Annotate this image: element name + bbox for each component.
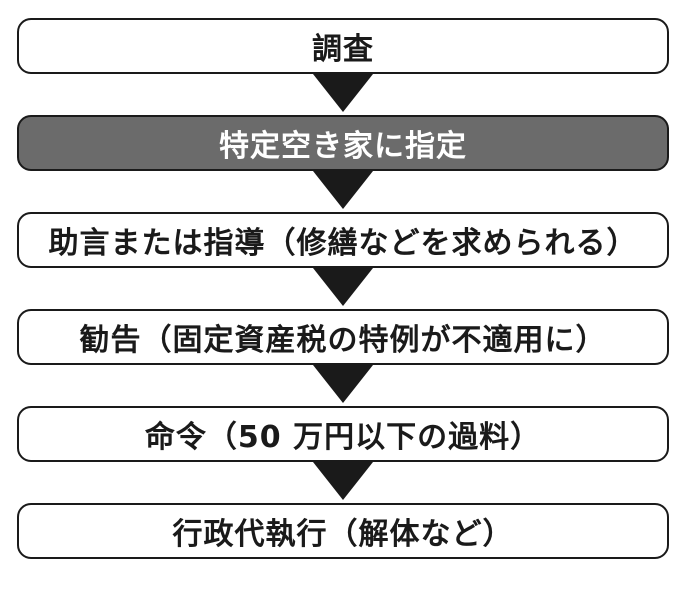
step-label: 命令（50 万円以下の過料） xyxy=(144,420,542,455)
step-recommendation: 勧告（固定資産税の特例が不適用に） xyxy=(17,309,669,365)
down-arrow-icon xyxy=(313,462,373,502)
step-order: 命令（50 万円以下の過料） xyxy=(17,406,669,462)
step-label: 特定空き家に指定 xyxy=(219,129,467,164)
step-administrative-execution: 行政代執行（解体など） xyxy=(17,503,669,559)
down-arrow-icon xyxy=(313,268,373,308)
down-arrow-icon xyxy=(313,74,373,114)
step-label: 行政代執行（解体など） xyxy=(172,517,514,552)
step-advice: 助言または指導（修繕などを求められる） xyxy=(17,212,669,268)
step-designation: 特定空き家に指定 xyxy=(17,115,669,171)
step-label: 勧告（固定資産税の特例が不適用に） xyxy=(79,323,607,358)
down-arrow-icon xyxy=(313,171,373,211)
down-arrow-icon xyxy=(313,365,373,405)
step-label: 調査 xyxy=(312,32,374,67)
step-investigation: 調査 xyxy=(17,18,669,74)
step-label: 助言または指導（修繕などを求められる） xyxy=(48,226,638,261)
